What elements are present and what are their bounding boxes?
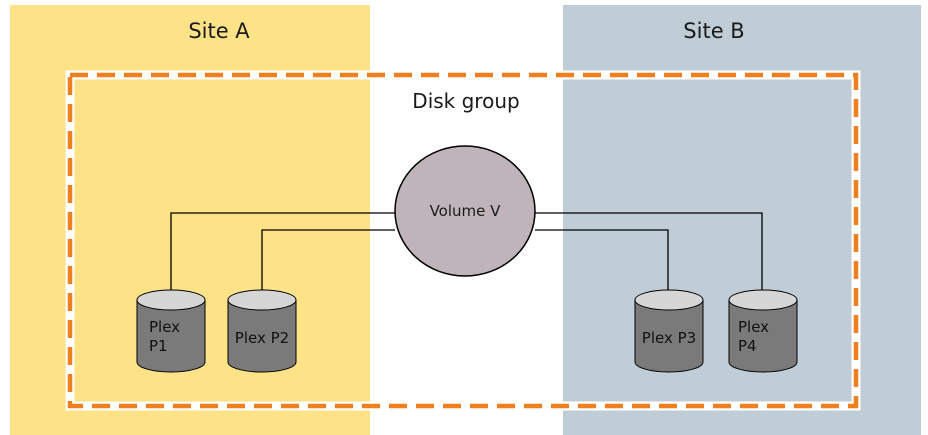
plex-p2-label: Plex P2 (235, 329, 289, 347)
disk-group-boundary (67, 72, 859, 409)
connector-volume-to-p2 (261, 229, 395, 298)
svg-text:Plex P4: Plex P4 (738, 318, 774, 355)
plex-p2: Plex P2 (227, 289, 297, 373)
plex-p4-label-line1: Plex (738, 318, 769, 336)
plex-p3-label: Plex P3 (642, 329, 696, 347)
plex-p4-label-line2: P4 (738, 337, 757, 355)
disk-cylinder-icon (728, 289, 798, 373)
plex-p1-label-line1: Plex (149, 318, 180, 336)
volume-node (394, 145, 536, 277)
svg-text:Plex P1: Plex P1 (149, 318, 185, 355)
site-b-label: Site B (683, 19, 744, 43)
connector-volume-to-p1 (170, 212, 395, 298)
site-a-label: Site A (188, 19, 250, 43)
connector-volume-to-p4 (535, 212, 763, 298)
plex-p1-label-line2: P1 (149, 337, 168, 355)
plex-p4: Plex P4 (728, 289, 798, 373)
plex-p3: Plex P3 (634, 289, 704, 373)
disk-cylinder-icon (136, 289, 206, 373)
disk-cylinder-icon (634, 289, 704, 373)
site-b-region (563, 5, 921, 435)
disk-group-label: Disk group (412, 89, 519, 113)
volume-label: Volume V (430, 202, 502, 220)
plex-p1: Plex P1 (136, 289, 206, 373)
connector-volume-to-p3 (535, 229, 669, 298)
disk-cylinder-icon (227, 289, 297, 373)
